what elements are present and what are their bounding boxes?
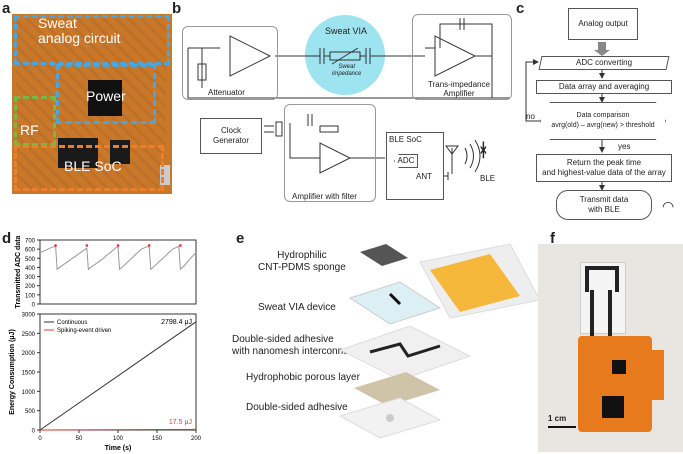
adc-series-line xyxy=(39,245,197,271)
flow-step-analog-output: Analog output xyxy=(568,8,638,40)
energy-ytick-label: 0 xyxy=(32,429,36,435)
adc-ytick-label: 100 xyxy=(25,293,36,299)
flow-step-averaging: Data array and averaging xyxy=(536,80,672,94)
adc-plot-frame xyxy=(39,239,197,305)
flow-yes-label: yes xyxy=(618,142,631,151)
energy-ytick-label: 3000 xyxy=(22,313,36,319)
adc-block: ADC xyxy=(394,154,418,168)
sweat-via-label: Sweat VIA xyxy=(325,26,368,36)
layer-label-adhesive-nanomesh: Double-sided adhesive with nanomesh inte… xyxy=(232,334,357,357)
energy-series-line-0 xyxy=(39,321,197,431)
panel-label-f: f xyxy=(550,230,555,247)
sweat-circuit-label: Sweat analog circuit xyxy=(38,15,121,46)
rf-region-outline xyxy=(14,96,56,146)
adc-peak-marker xyxy=(116,244,120,247)
circuit-layer xyxy=(430,254,520,312)
power-label: Power xyxy=(86,88,126,104)
layer-label-sponge: Hydrophilic CNT-PDMS sponge xyxy=(258,250,346,273)
energy-ytick-label: 2000 xyxy=(22,351,36,357)
annotation-spiking: 17.5 μJ xyxy=(169,419,192,426)
clock-generator-box: Clock Generator xyxy=(200,118,262,154)
tia-box xyxy=(412,14,512,100)
energy-ylabel: Energy Consumption (μJ) xyxy=(9,329,16,415)
scale-bar-label: 1 cm xyxy=(548,414,567,423)
panel-label-c: c xyxy=(516,0,525,17)
legend-entry: Spiking-event driven xyxy=(57,328,111,334)
panel-label-e: e xyxy=(236,230,245,247)
adc-ytick-label: 600 xyxy=(25,248,36,254)
amp-filter-label: Amplifier with filter xyxy=(292,192,357,201)
circuit-wires xyxy=(187,15,510,180)
ble-chip xyxy=(58,138,98,168)
adc-ylabel: Transmitted ADC data xyxy=(15,235,22,308)
energy-series-line-1 xyxy=(39,428,197,431)
energy-ytick-label: 1000 xyxy=(22,390,36,396)
flow-step-comparison: Data comparison avrg(old) – avrg(new) > … xyxy=(540,102,666,140)
cnt-sponge-layer xyxy=(360,244,408,266)
ble-region-outline xyxy=(14,145,164,191)
flowchart-arrows xyxy=(525,42,610,191)
panel-label-b: b xyxy=(172,0,182,17)
via-device-layer xyxy=(348,281,442,325)
tia-label: Trans-impedance Amplifier xyxy=(428,80,490,98)
panel-label-a: a xyxy=(2,0,11,17)
adc-ytick-label: 700 xyxy=(25,239,36,245)
legend-entry: Continuous xyxy=(57,320,87,326)
layer-label-porous: Hydrophobic porous layer xyxy=(246,372,360,383)
flow-step-adc-text: ADC converting xyxy=(575,58,633,67)
amp-filter-box xyxy=(284,104,376,202)
adc-ytick-label: 200 xyxy=(25,284,36,290)
flow-no-label: no xyxy=(526,112,535,121)
ble-soc-title: BLE SoC xyxy=(389,135,422,144)
wireless-icon: ◠ xyxy=(662,198,675,214)
energy-ytick-label: 2500 xyxy=(22,332,36,338)
energy-xlabel: Time (s) xyxy=(105,445,132,452)
panel-label-d: d xyxy=(2,230,12,247)
flow-step-adc: ADC converting xyxy=(538,56,670,70)
flow-step-transmit: Transmit data with BLE xyxy=(556,190,652,220)
flow-step-return-peak: Return the peak time and highest-value d… xyxy=(536,154,672,182)
energy-ytick-label: 1500 xyxy=(22,371,36,377)
sweat-via-circle xyxy=(305,15,385,95)
power-region-outline xyxy=(56,64,156,124)
energy-chart: 0 500 1000 1500 2000 2500 3000 0 50 100 150 200 Cont… xyxy=(9,313,202,453)
power-chip xyxy=(88,80,122,116)
energy-xtick-label: 100 xyxy=(113,436,124,442)
layer-stack xyxy=(338,243,541,439)
sweat-region-outline xyxy=(14,15,170,65)
layer-label-via: Sweat VIA device xyxy=(258,302,336,313)
adc-peak-marker xyxy=(179,244,182,247)
ant-label: ANT xyxy=(416,172,432,181)
layer-label-adhesive: Double-sided adhesive xyxy=(246,402,348,413)
adc-ytick-label: 400 xyxy=(25,266,36,272)
adc-ytick-label: 500 xyxy=(25,257,36,263)
porous-layer xyxy=(354,372,440,406)
adc-ytick-label: 300 xyxy=(25,275,36,281)
energy-xtick-label: 200 xyxy=(191,436,202,442)
ble-soc-label: BLE SoC xyxy=(64,158,122,174)
connector xyxy=(160,165,170,185)
scale-bar xyxy=(548,426,576,428)
energy-ytick-label: 500 xyxy=(25,409,36,415)
attenuator-box xyxy=(182,26,278,100)
adc-peak-marker xyxy=(54,244,57,247)
bluetooth-icon: ᚼ xyxy=(478,140,489,160)
energy-xtick-label: 150 xyxy=(152,436,163,442)
adc-peak-marker xyxy=(147,244,151,247)
energy-xtick-label: 50 xyxy=(76,436,83,442)
sweat-impedance-label: Sweat impedance xyxy=(332,64,362,77)
attenuator-label: Attenuator xyxy=(208,88,245,97)
annotation-continuous: 2798.4 μJ xyxy=(161,319,192,326)
ble-label: BLE xyxy=(480,174,496,183)
rf-label: RF xyxy=(20,122,39,138)
adc-peak-marker xyxy=(85,244,89,247)
adc-ytick-label: 0 xyxy=(32,303,36,309)
energy-xtick-label: 0 xyxy=(38,436,42,442)
